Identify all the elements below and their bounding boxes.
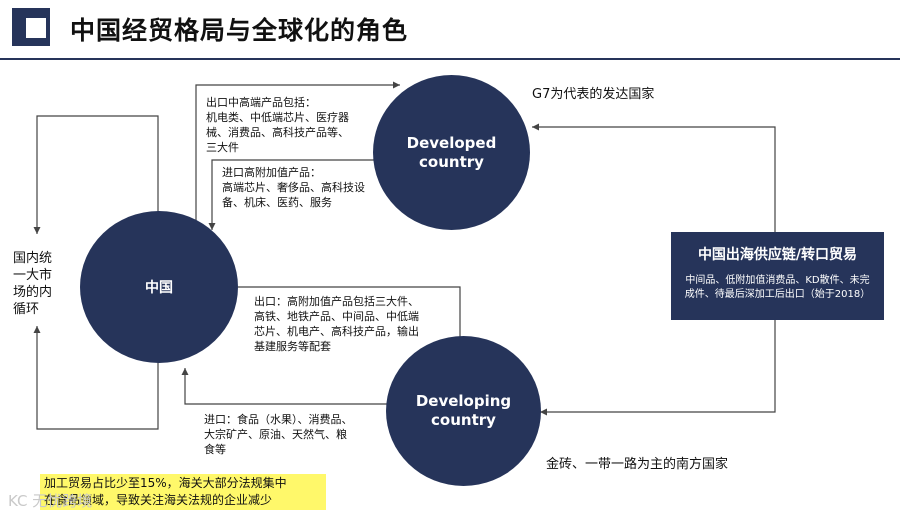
box-to-developing-arrow bbox=[540, 320, 776, 416]
import-developed-label: 进口高附加值产品： 高端芯片、奢侈品、高科技设 备、机床、医药、服务 bbox=[222, 166, 365, 209]
header-square-icon bbox=[23, 15, 49, 41]
title-divider bbox=[0, 58, 900, 60]
developing-country-node: Developing country bbox=[386, 336, 541, 486]
domestic-loop-top-arrow bbox=[33, 115, 159, 234]
china-node: 中国 bbox=[80, 211, 238, 363]
supply-chain-title: 中国出海供应链/转口贸易 bbox=[697, 247, 858, 263]
china-node-label: 中国 bbox=[145, 280, 173, 296]
domestic-loop-bottom-arrow bbox=[33, 326, 159, 430]
page-title: 中国经贸格局与全球化的角色 bbox=[70, 16, 409, 45]
developed-group-label: G7为代表的发达国家 bbox=[532, 87, 655, 102]
box-to-developed-arrow bbox=[532, 123, 776, 232]
export-developing-arrow bbox=[238, 286, 464, 352]
import-developing-arrow bbox=[181, 368, 388, 405]
developing-country-label: Developing country bbox=[415, 392, 512, 429]
developing-group-label: 金砖、一带一路为主的南方国家 bbox=[546, 457, 729, 472]
export-developed-arrow bbox=[195, 81, 400, 224]
watermark-logo: KC 无忧跨境 bbox=[8, 492, 93, 510]
processing-trade-note: 加工贸易占比少至15%，海关大部分法规集中 在食品领域，导致关注海关法规的企业减… bbox=[40, 474, 326, 510]
developed-country-label: Developed country bbox=[406, 133, 497, 171]
import-developed-arrow bbox=[208, 159, 374, 230]
developed-country-node: Developed country bbox=[373, 75, 530, 230]
supply-chain-box: 中国出海供应链/转口贸易 中间品、低附加值消费品、KD散件、未完 成件、待最后深… bbox=[671, 232, 884, 320]
export-developed-label: 出口中高端产品包括： 机电类、中低端芯片、医疗器 械、消费品、高科技产品等、 三… bbox=[206, 96, 349, 154]
export-developing-label: 出口：高附加值产品包括三大件、 高铁、地铁产品、中间品、中低端 芯片、机电产、高… bbox=[254, 295, 419, 353]
domestic-circulation-label: 国内统 一大市 场的内 循环 bbox=[13, 251, 53, 317]
import-developing-label: 进口：食品（水果）、消费品、 大宗矿产、原油、天然气、粮 食等 bbox=[204, 413, 353, 456]
supply-chain-description: 中间品、低附加值消费品、KD散件、未完 成件、待最后深加工后出口（始于2018） bbox=[684, 275, 871, 300]
